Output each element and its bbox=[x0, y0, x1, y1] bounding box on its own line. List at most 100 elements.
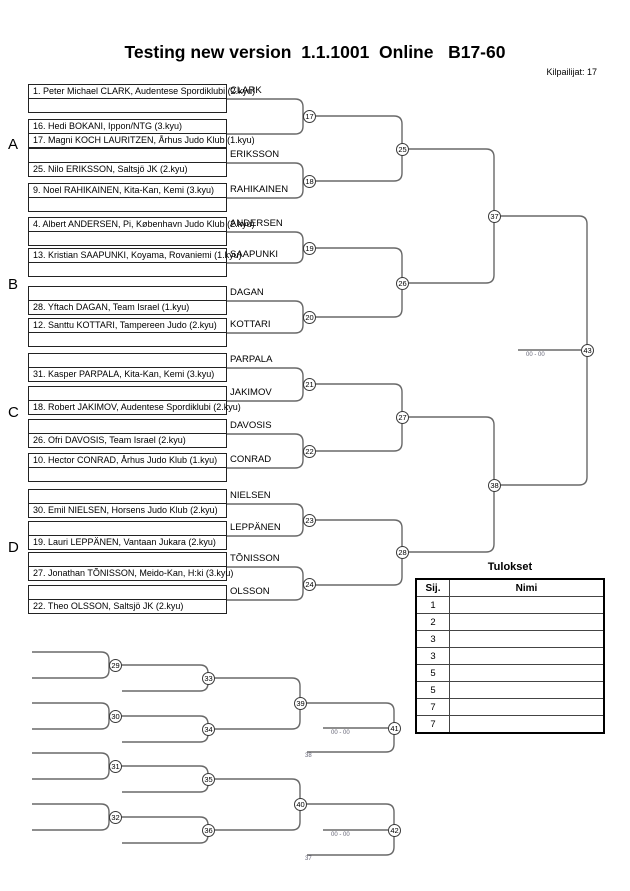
entry-box: 1. Peter Michael CLARK, Audentese Spordi… bbox=[28, 84, 255, 99]
entry-box: 9. Noel RAHIKAINEN, Kita-Kan, Kemi (3.ky… bbox=[28, 183, 227, 198]
entry-box: 30. Emil NIELSEN, Horsens Judo Klub (2.k… bbox=[28, 502, 227, 518]
results-table: Sij. Nimi 1 2 3 3 5 5 7 7 bbox=[415, 578, 605, 734]
final-score: 00 - 00 bbox=[526, 352, 545, 358]
results-row: 1 bbox=[415, 596, 605, 614]
match-circle-36: 36 bbox=[202, 824, 215, 837]
entry-pair-5: 4. Albert ANDERSEN, Pi, København Judo K… bbox=[28, 217, 255, 246]
name-cell bbox=[449, 715, 605, 734]
place-cell: 7 bbox=[415, 698, 450, 716]
match-circle-23: 23 bbox=[303, 514, 316, 527]
entry-pair-9: 31. Kasper PARPALA, Kita-Kan, Kemi (3.ky… bbox=[28, 353, 227, 382]
match-circle-27: 27 bbox=[396, 411, 409, 424]
entry-box: 28. Yftach DAGAN, Team Israel (1.kyu) bbox=[28, 299, 227, 315]
winner-label-conrad: CONRAD bbox=[230, 454, 272, 465]
entry-pair-11: 26. Ofri DAVOSIS, Team Israel (2.kyu) bbox=[28, 419, 227, 448]
match-circle-29: 29 bbox=[109, 659, 122, 672]
entry-pair-3: 25. Nilo ERIKSSON, Saltsjö JK (2.kyu) bbox=[28, 148, 227, 177]
entry-box bbox=[28, 97, 227, 113]
results-row: 7 bbox=[415, 715, 605, 734]
name-cell bbox=[449, 664, 605, 682]
entry-pair-1: 1. Peter Michael CLARK, Audentese Spordi… bbox=[28, 84, 255, 113]
match41-score: 00 - 00 bbox=[331, 730, 350, 736]
name-cell bbox=[449, 681, 605, 699]
results-panel: Tulokset Sij. Nimi 1 2 3 3 5 5 7 7 bbox=[415, 561, 605, 734]
winner-label-leppanen: LEPPÄNEN bbox=[230, 522, 281, 533]
entry-pair-10: 18. Robert JAKIMOV, Audentese Spordiklub… bbox=[28, 386, 241, 415]
match42-score: 00 - 00 bbox=[331, 832, 350, 838]
loser-ref-38: 38 bbox=[305, 753, 312, 759]
place-cell: 5 bbox=[415, 681, 450, 699]
winner-label-tonisson: TÕNISSON bbox=[230, 553, 280, 564]
winner-label-clark: CLARK bbox=[230, 85, 262, 96]
place-cell: 3 bbox=[415, 647, 450, 665]
match-circle-41: 41 bbox=[388, 722, 401, 735]
match-circle-31: 31 bbox=[109, 760, 122, 773]
name-cell bbox=[449, 596, 605, 614]
results-row: 2 bbox=[415, 613, 605, 631]
winner-label-kottari: KOTTARI bbox=[230, 319, 271, 330]
entry-box: 31. Kasper PARPALA, Kita-Kan, Kemi (3.ky… bbox=[28, 366, 227, 382]
match-circle-22: 22 bbox=[303, 445, 316, 458]
winner-label-olsson: OLSSON bbox=[230, 586, 270, 597]
match-circle-30: 30 bbox=[109, 710, 122, 723]
match-circle-38: 38 bbox=[488, 479, 501, 492]
entry-box: 13. Kristian SAAPUNKI, Koyama, Rovaniemi… bbox=[28, 248, 242, 263]
entry-box: 17. Magni KOCH LAURITZEN, Århus Judo Klu… bbox=[28, 132, 255, 148]
winner-label-dagan: DAGAN bbox=[230, 287, 264, 298]
name-cell bbox=[449, 613, 605, 631]
loser-ref-37: 37 bbox=[305, 856, 312, 862]
entry-box bbox=[28, 261, 227, 277]
match-circle-19: 19 bbox=[303, 242, 316, 255]
entry-box: 10. Hector CONRAD, Århus Judo Klub (1.ky… bbox=[28, 453, 227, 468]
place-cell: 7 bbox=[415, 715, 450, 734]
entry-pair-6: 13. Kristian SAAPUNKI, Koyama, Rovaniemi… bbox=[28, 248, 242, 277]
place-cell: 2 bbox=[415, 613, 450, 631]
winner-label-saapunki: SAAPUNKI bbox=[230, 249, 279, 260]
match-circle-25: 25 bbox=[396, 143, 409, 156]
match-circle-43: 43 bbox=[581, 344, 594, 357]
place-cell: 5 bbox=[415, 664, 450, 682]
entry-box: 25. Nilo ERIKSSON, Saltsjö JK (2.kyu) bbox=[28, 161, 227, 177]
match-circle-39: 39 bbox=[294, 697, 307, 710]
entry-pair-12: 10. Hector CONRAD, Århus Judo Klub (1.ky… bbox=[28, 453, 227, 482]
entry-pair-7: 28. Yftach DAGAN, Team Israel (1.kyu) bbox=[28, 286, 227, 315]
match-circle-24: 24 bbox=[303, 578, 316, 591]
match-circle-28: 28 bbox=[396, 546, 409, 559]
match-circle-26: 26 bbox=[396, 277, 409, 290]
winner-label-parpala: PARPALA bbox=[230, 354, 273, 365]
match-circle-34: 34 bbox=[202, 723, 215, 736]
entry-box: 19. Lauri LEPPÄNEN, Vantaan Jukara (2.ky… bbox=[28, 534, 227, 550]
winner-label-jakimov: JAKIMOV bbox=[230, 387, 272, 398]
entry-pair-4: 9. Noel RAHIKAINEN, Kita-Kan, Kemi (3.ky… bbox=[28, 183, 227, 212]
winner-label-andersen: ANDERSEN bbox=[230, 218, 283, 229]
match-circle-20: 20 bbox=[303, 311, 316, 324]
results-title: Tulokset bbox=[487, 561, 533, 573]
name-cell bbox=[449, 647, 605, 665]
name-cell bbox=[449, 698, 605, 716]
entry-pair-8: 12. Santtu KOTTARI, Tampereen Judo (2.ky… bbox=[28, 318, 227, 347]
match-circle-32: 32 bbox=[109, 811, 122, 824]
entry-pair-13: 30. Emil NIELSEN, Horsens Judo Klub (2.k… bbox=[28, 489, 227, 518]
results-row: 7 bbox=[415, 698, 605, 716]
name-cell bbox=[449, 630, 605, 648]
entry-box: 12. Santtu KOTTARI, Tampereen Judo (2.ky… bbox=[28, 318, 227, 333]
winner-label-davosis: DAVOSIS bbox=[230, 420, 272, 431]
results-row: 5 bbox=[415, 664, 605, 682]
winner-label-eriksson: ERIKSSON bbox=[230, 149, 280, 160]
entry-box: 27. Jonathan TÕNISSON, Meido-Kan, H:ki (… bbox=[28, 565, 233, 581]
place-cell: 1 bbox=[415, 596, 450, 614]
group-label-d: D bbox=[8, 539, 19, 556]
group-label-c: C bbox=[8, 404, 19, 421]
results-col-place: Sij. bbox=[415, 578, 450, 597]
entry-pair-15: 27. Jonathan TÕNISSON, Meido-Kan, H:ki (… bbox=[28, 552, 233, 581]
match-circle-35: 35 bbox=[202, 773, 215, 786]
match-circle-33: 33 bbox=[202, 672, 215, 685]
match-circle-40: 40 bbox=[294, 798, 307, 811]
group-label-a: A bbox=[8, 136, 19, 153]
group-label-b: B bbox=[8, 276, 19, 293]
page-title: Testing new version 1.1.1001 Online B17-… bbox=[124, 42, 506, 62]
entry-box bbox=[28, 466, 227, 482]
results-row: 5 bbox=[415, 681, 605, 699]
entry-box: 4. Albert ANDERSEN, Pi, København Judo K… bbox=[28, 217, 255, 232]
